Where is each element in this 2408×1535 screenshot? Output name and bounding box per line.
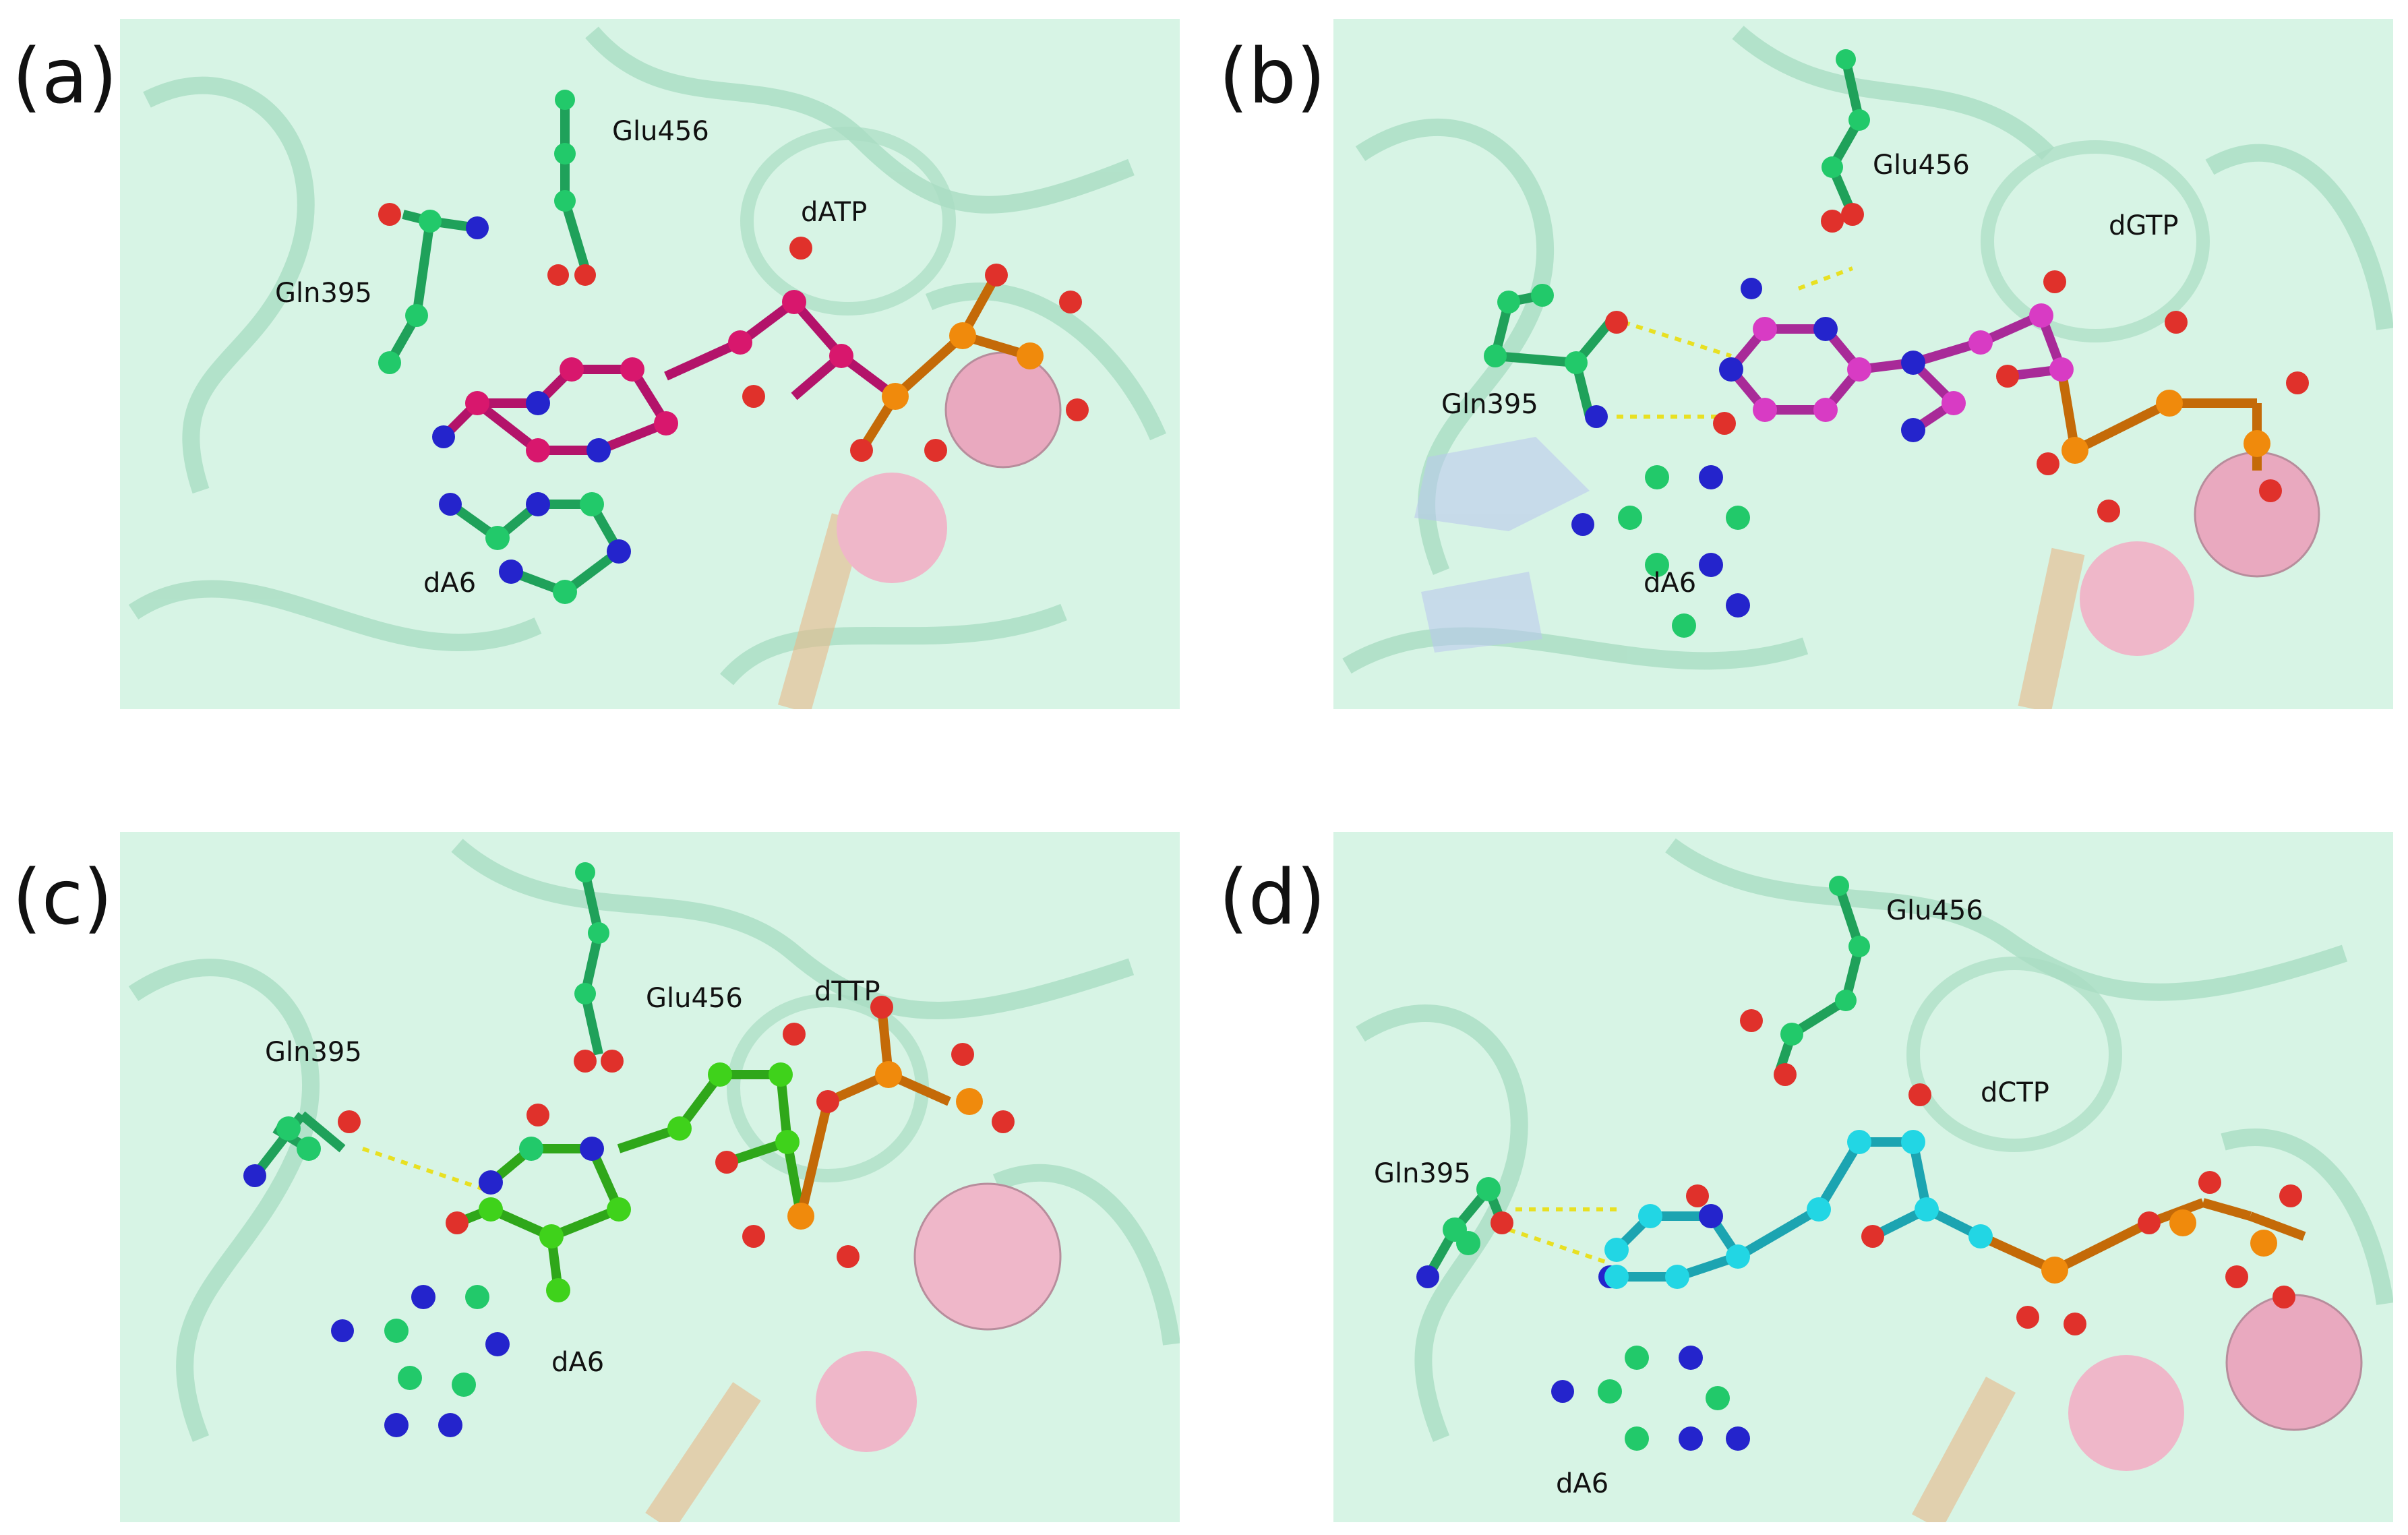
label-template: dA6: [1644, 568, 1696, 599]
panel-label-d: (d): [1219, 854, 1326, 942]
panel-label-b: (b): [1219, 33, 1326, 121]
label-glu456: Glu456: [1886, 895, 1983, 926]
label-gln395: Gln395: [275, 278, 372, 309]
panel-d-structure-image: Glu456 Gln395 dCTP dA6: [1333, 832, 2393, 1522]
label-glu456: Glu456: [612, 116, 709, 147]
panel-c-structure-image: Glu456 Gln395 dTTP dA6: [120, 832, 1180, 1522]
label-template: dA6: [1556, 1468, 1608, 1499]
label-nucleotide: dGTP: [2109, 210, 2179, 241]
label-glu456: Glu456: [1873, 150, 1970, 181]
label-template: dA6: [423, 568, 476, 599]
label-gln395: Gln395: [265, 1037, 362, 1068]
label-nucleotide: dTTP: [814, 976, 880, 1007]
label-glu456: Glu456: [646, 983, 743, 1014]
label-nucleotide: dATP: [801, 197, 867, 228]
label-nucleotide: dCTP: [1981, 1077, 2049, 1108]
panel-label-a: (a): [12, 33, 118, 121]
panel-label-c: (c): [12, 854, 113, 942]
panel-b-structure-image: Glu456 Gln395 dGTP dA6: [1333, 19, 2393, 709]
panel-a-structure-image: Glu456 Gln395 dATP dA6: [120, 19, 1180, 709]
label-gln395: Gln395: [1374, 1158, 1471, 1189]
label-template: dA6: [551, 1347, 604, 1378]
label-gln395: Gln395: [1441, 389, 1538, 420]
